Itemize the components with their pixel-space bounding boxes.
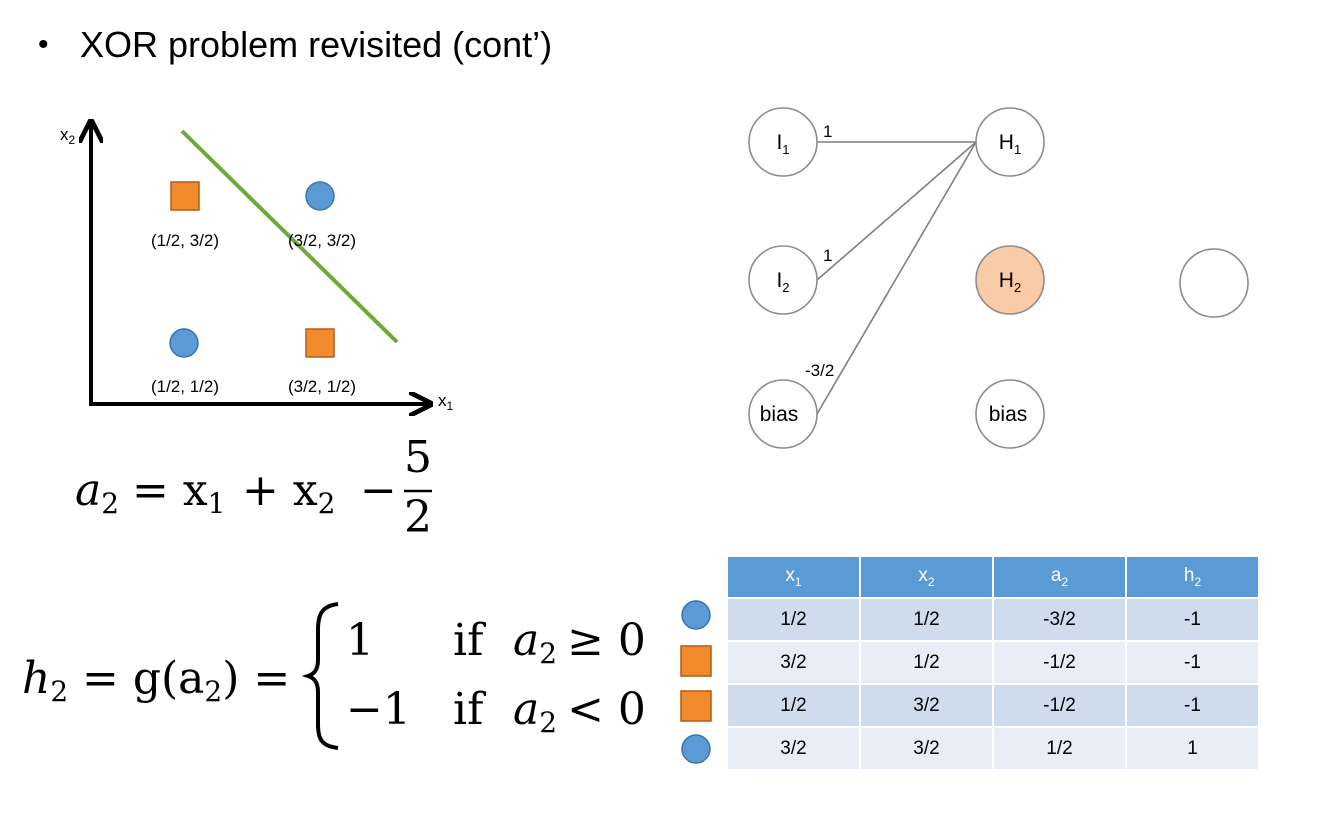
table-cell: 1	[1127, 728, 1258, 769]
table-cell: -3/2	[994, 599, 1125, 640]
node-i1	[748, 107, 818, 177]
bullet-dot: •	[38, 28, 49, 61]
table-cell: -1/2	[994, 685, 1125, 726]
table-row: 3/2 3/2 1/2 1	[728, 728, 1258, 769]
case2-if: if	[453, 684, 486, 735]
row-marker-circle	[681, 600, 711, 630]
edge-i2-h1	[816, 141, 977, 281]
edge-bias-h1	[816, 141, 977, 415]
point-label: (3/2, 1/2)	[288, 377, 356, 396]
table-cell: -1	[1127, 642, 1258, 683]
point-marker-square	[305, 328, 335, 358]
row-marker-circle	[681, 734, 711, 764]
node-h1	[975, 107, 1045, 177]
node-bias-hidden-label: bias	[989, 403, 1028, 426]
point-marker-circle	[305, 181, 335, 211]
decision-line	[180, 129, 399, 344]
case2-cond: a2< 0	[513, 684, 646, 739]
node-bias-input	[748, 379, 818, 449]
table-header-cell: x1	[728, 557, 859, 597]
truth-table: x1 x2 a2 h2 1/2 1/2 -3/2 -1 3/2 1/2 -1/2…	[726, 555, 1260, 771]
table-header-row: x1 x2 a2 h2	[728, 557, 1258, 597]
a2-plus-x2: + x2	[242, 465, 336, 520]
table-cell: 1/2	[994, 728, 1125, 769]
a2-lhs: a2	[75, 465, 119, 520]
a2-eq-x1: = x1	[132, 465, 226, 520]
h2-lhs: h2	[22, 653, 68, 708]
node-output	[1179, 248, 1249, 318]
a2-frac-den: 2	[404, 492, 432, 543]
case2-value: −1	[346, 684, 411, 735]
cases-brace	[301, 602, 339, 750]
point-marker-square	[170, 181, 200, 211]
weight-label-i1-h1: 1	[823, 122, 832, 141]
node-i2	[748, 245, 818, 315]
table-header-cell: x2	[861, 557, 992, 597]
point-label: (1/2, 1/2)	[151, 377, 219, 396]
y-axis-label: x2	[60, 125, 76, 147]
case1-value: 1	[346, 615, 374, 666]
table-cell: 1/2	[728, 685, 859, 726]
table-cell: 3/2	[728, 728, 859, 769]
table-cell: 1/2	[728, 599, 859, 640]
bullet-text: XOR problem revisited (cont’)	[80, 24, 553, 65]
row-marker-square	[680, 645, 712, 677]
a2-minus: −	[360, 465, 397, 516]
row-marker-square	[680, 690, 712, 722]
table-row: 1/2 1/2 -3/2 -1	[728, 599, 1258, 640]
table-row: 1/2 3/2 -1/2 -1	[728, 685, 1258, 726]
case1-if: if	[453, 615, 486, 666]
table-row-markers	[676, 598, 716, 783]
table-cell: -1	[1127, 599, 1258, 640]
slide-bullet: • XOR problem revisited (cont’)	[38, 20, 552, 70]
node-h1-label: H1	[999, 131, 1021, 157]
point-marker-circle	[169, 328, 199, 358]
table-cell: -1/2	[994, 642, 1125, 683]
node-h2	[975, 245, 1045, 315]
node-i1-label: I1	[776, 131, 789, 157]
table-row: 3/2 1/2 -1/2 -1	[728, 642, 1258, 683]
table-cell: 1/2	[861, 599, 992, 640]
point-label: (3/2, 3/2)	[288, 231, 356, 250]
node-bias-hidden	[975, 379, 1045, 449]
table-cell: 3/2	[861, 728, 992, 769]
table-header-cell: h2	[1127, 557, 1258, 597]
table-header-cell: a2	[994, 557, 1125, 597]
node-i2-label: I2	[776, 269, 789, 295]
xor-plot: x2 x1 (1/2, 3/2) (3/2, 3/2) (1/2, 1/2) (…	[60, 0, 454, 440]
table-cell: 3/2	[728, 642, 859, 683]
table-cell: 3/2	[861, 685, 992, 726]
weight-label-i2-h1: 1	[823, 246, 832, 265]
table-cell: -1	[1127, 685, 1258, 726]
x-axis-label: x1	[438, 391, 454, 413]
table-cell: 1/2	[861, 642, 992, 683]
point-label: (1/2, 3/2)	[151, 231, 219, 250]
weight-label-bias-h1: -3/2	[805, 361, 834, 380]
node-h2-label: H2	[999, 269, 1021, 295]
node-bias-input-label: bias	[760, 403, 799, 426]
h2-g-a2: = g(a2) =	[82, 653, 290, 708]
case1-cond: a2≥ 0	[513, 615, 646, 670]
